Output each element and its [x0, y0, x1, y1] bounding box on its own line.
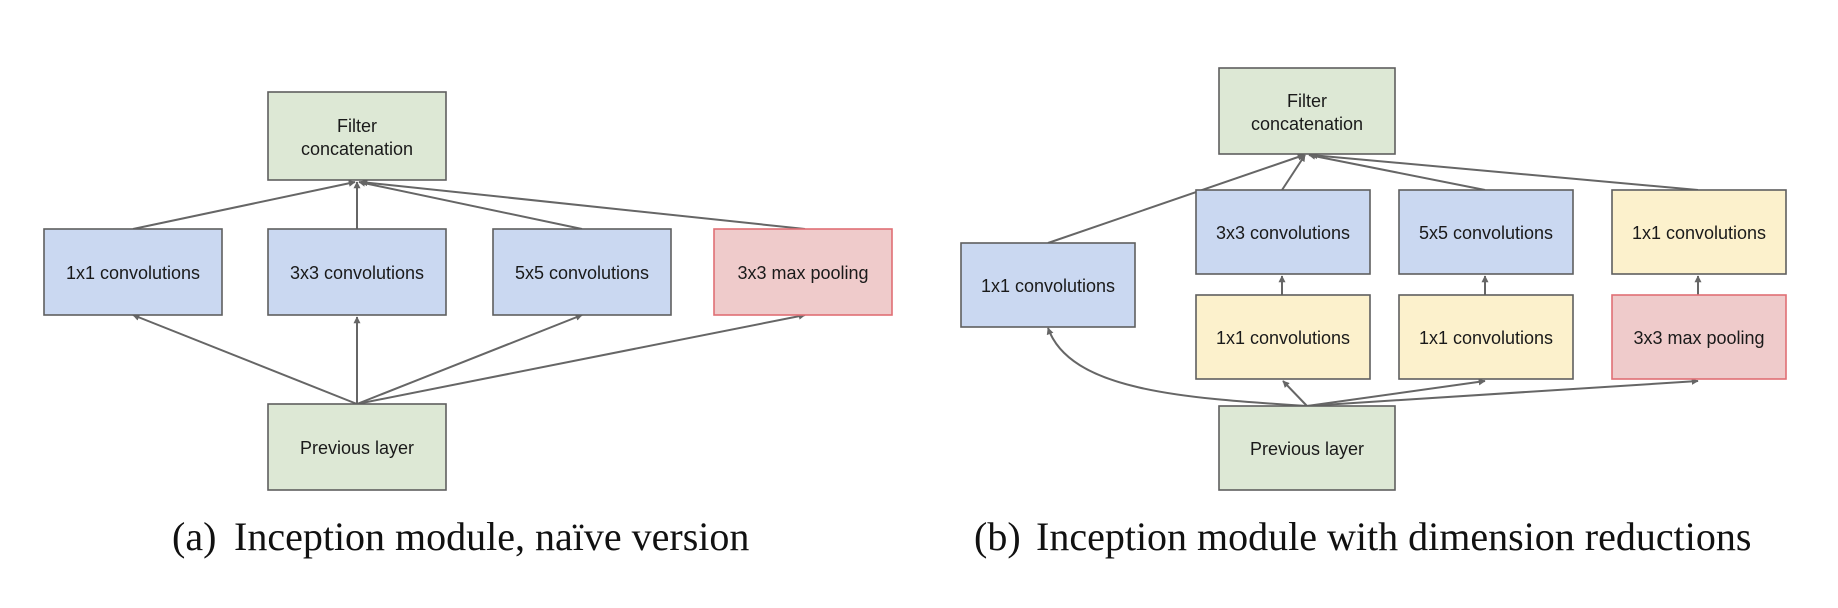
- maxpool-box-a: 3x3 max pooling: [713, 228, 893, 316]
- filter-concat-box-a: Filter concatenation: [267, 91, 447, 181]
- conv5x5-label: 5x5 convolutions: [1419, 223, 1553, 243]
- conv3x3-box-a: 3x3 convolutions: [267, 228, 447, 316]
- conv1x1-label: 1x1 convolutions: [66, 263, 200, 283]
- filter-concat-box-b: Filter concatenation: [1218, 67, 1396, 155]
- reduce3-label: 1x1 convolutions: [1216, 328, 1350, 348]
- edge-conv1-direct-to-concat: [1047, 153, 1305, 244]
- panel-b: Filter concatenation 1x1 convolutions 3x…: [960, 67, 1787, 559]
- edge-projection-to-concat: [1310, 152, 1699, 191]
- caption-a-text: Inception module, naïve version: [234, 514, 749, 559]
- conv1x1-direct-box-b: 1x1 convolutions: [960, 242, 1136, 328]
- maxpool-box-b: 3x3 max pooling: [1611, 294, 1787, 380]
- maxpool-label: 3x3 max pooling: [1633, 328, 1764, 348]
- filter-concat-label-line2: concatenation: [301, 139, 413, 159]
- edge-prev-to-reduce5: [1306, 378, 1486, 407]
- edge-prev-to-maxpool: [1306, 377, 1699, 407]
- conv5x5-box-b: 5x5 convolutions: [1398, 189, 1574, 275]
- caption-a-tag: (a): [172, 514, 216, 559]
- filter-concat-label-line1: Filter: [1287, 91, 1327, 111]
- previous-layer-box-b: Previous layer: [1218, 405, 1396, 491]
- conv3x3-label: 3x3 convolutions: [1216, 223, 1350, 243]
- edge-prev-to-conv5: [356, 314, 583, 405]
- reduce5-label: 1x1 convolutions: [1419, 328, 1553, 348]
- edge-prev-to-conv1: [132, 314, 358, 405]
- panel-a-edges: [132, 179, 806, 405]
- caption-b-tag: (b): [974, 514, 1021, 559]
- conv5x5-box-a: 5x5 convolutions: [492, 228, 672, 316]
- edge-prev-to-maxpool: [356, 312, 806, 405]
- reduce5-box-b: 1x1 convolutions: [1398, 294, 1574, 380]
- caption-a: (a) Inception module, naïve version: [172, 514, 749, 559]
- edge-conv5-to-concat: [358, 179, 583, 230]
- panel-b-edges: [1046, 152, 1702, 407]
- edge-conv1-to-concat: [132, 179, 356, 230]
- caption-b-text: Inception module with dimension reductio…: [1036, 514, 1751, 559]
- edge-conv5-to-concat: [1308, 152, 1486, 191]
- maxpool-label: 3x3 max pooling: [737, 263, 868, 283]
- conv3x3-label: 3x3 convolutions: [290, 263, 424, 283]
- filter-concat-label-line1: Filter: [337, 116, 377, 136]
- edge-prev-to-reduce3: [1282, 380, 1308, 407]
- caption-b: (b) Inception module with dimension redu…: [974, 514, 1751, 559]
- conv3x3-box-b: 3x3 convolutions: [1195, 189, 1371, 275]
- previous-layer-label: Previous layer: [1250, 439, 1364, 459]
- previous-layer-box-a: Previous layer: [267, 403, 447, 491]
- previous-layer-label: Previous layer: [300, 438, 414, 458]
- reduce3-box-b: 1x1 convolutions: [1195, 294, 1371, 380]
- panel-a: Filter concatenation 1x1 convolutions 3x…: [43, 91, 893, 559]
- edge-conv3-to-concat: [1281, 154, 1306, 191]
- edge-maxpool-to-concat: [360, 179, 806, 230]
- conv1x1-box-a: 1x1 convolutions: [43, 228, 223, 316]
- conv1x1-projection-box-b: 1x1 convolutions: [1611, 189, 1787, 275]
- edge-prev-to-conv1-direct: [1046, 327, 1308, 407]
- conv1x1-direct-label: 1x1 convolutions: [981, 276, 1115, 296]
- filter-concat-label-line2: concatenation: [1251, 114, 1363, 134]
- conv5x5-label: 5x5 convolutions: [515, 263, 649, 283]
- conv1x1-projection-label: 1x1 convolutions: [1632, 223, 1766, 243]
